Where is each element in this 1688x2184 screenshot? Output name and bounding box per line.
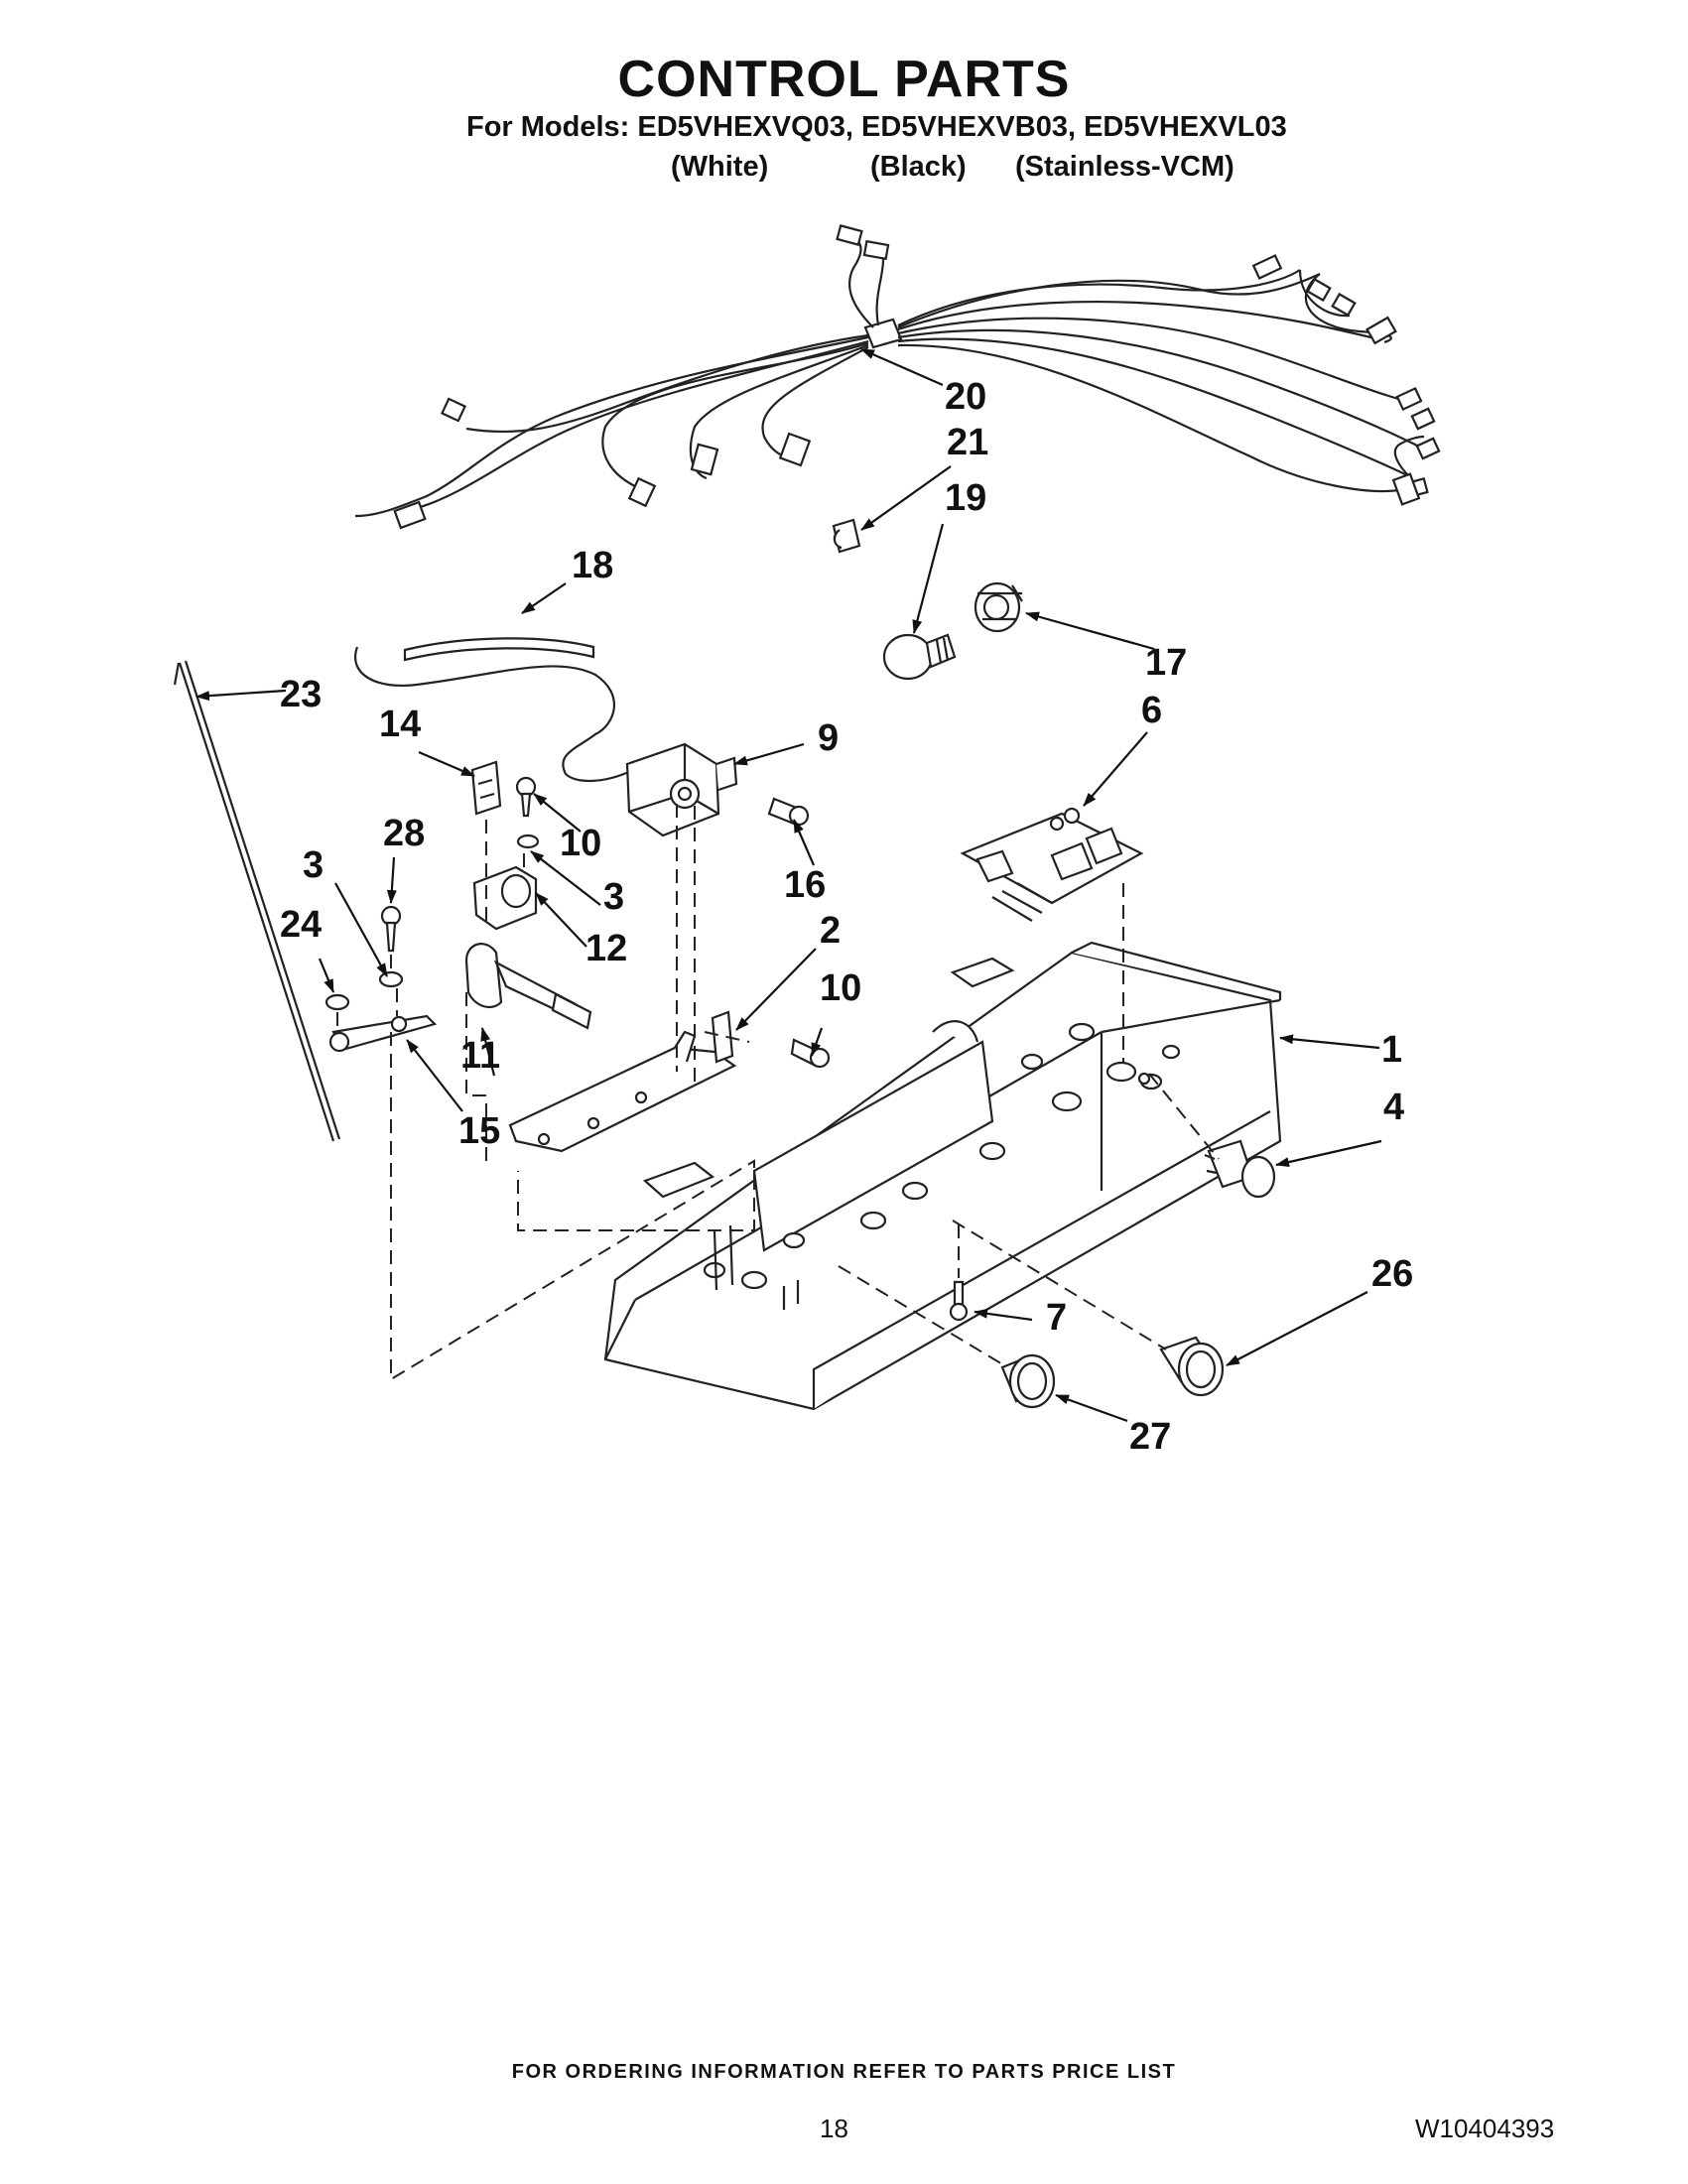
bracket-12 bbox=[472, 865, 538, 931]
harness-connectors bbox=[393, 224, 1441, 530]
callout-21: 21 bbox=[947, 422, 988, 463]
variant-black: (Black) bbox=[870, 151, 967, 183]
washer-3-upper bbox=[516, 834, 540, 849]
screw-7 bbox=[949, 1280, 969, 1322]
callout-10-upper: 10 bbox=[560, 823, 601, 864]
washer-24 bbox=[325, 993, 350, 1011]
callout-6: 6 bbox=[1141, 690, 1162, 731]
callout-20: 20 bbox=[945, 376, 986, 418]
control-board-6 bbox=[960, 807, 1144, 922]
light-socket-17 bbox=[974, 581, 1023, 633]
control-housing-1 bbox=[603, 941, 1282, 1411]
callout-3-upper: 3 bbox=[603, 876, 624, 918]
callout-18: 18 bbox=[572, 545, 613, 586]
tube-18 bbox=[354, 637, 636, 783]
callout-27: 27 bbox=[1129, 1416, 1171, 1458]
callout-26: 26 bbox=[1371, 1253, 1413, 1295]
callout-7: 7 bbox=[1046, 1297, 1067, 1339]
callout-14: 14 bbox=[379, 704, 421, 745]
switch-4 bbox=[1204, 1139, 1276, 1199]
callout-24: 24 bbox=[280, 904, 322, 946]
callout-labels: 1 2 3 3 4 6 7 9 10 10 11 12 14 15 16 17 … bbox=[280, 376, 1413, 1458]
clip-21 bbox=[832, 518, 861, 554]
callout-3-lower: 3 bbox=[303, 844, 324, 886]
variant-white: (White) bbox=[671, 151, 769, 183]
bracket-14 bbox=[470, 760, 502, 816]
variant-stainless: (Stainless-VCM) bbox=[1015, 151, 1234, 183]
page-number: 18 bbox=[820, 2114, 848, 2143]
callout-2: 2 bbox=[820, 910, 841, 952]
bezel-27 bbox=[1000, 1353, 1056, 1409]
callout-19: 19 bbox=[945, 477, 986, 519]
bezel-26 bbox=[1159, 1336, 1225, 1397]
page-title: CONTROL PARTS bbox=[617, 51, 1071, 108]
callout-28: 28 bbox=[383, 813, 425, 854]
light-bulb-19 bbox=[882, 633, 957, 681]
mounting-plate-2 bbox=[508, 1010, 737, 1153]
callout-10-lower: 10 bbox=[820, 967, 861, 1009]
callout-11: 11 bbox=[460, 1035, 500, 1077]
callout-1: 1 bbox=[1381, 1029, 1402, 1071]
screw-10-lower bbox=[790, 1038, 831, 1069]
rod-23 bbox=[173, 660, 341, 1142]
screw-28 bbox=[380, 905, 402, 953]
screw-10-upper bbox=[515, 776, 537, 818]
callout-4: 4 bbox=[1383, 1087, 1404, 1128]
callout-12: 12 bbox=[585, 928, 627, 969]
models-line: For Models: ED5VHEXVQ03, ED5VHEXVB03, ED… bbox=[466, 111, 1287, 143]
callout-arrows bbox=[195, 347, 1382, 1423]
wire-harness bbox=[354, 237, 1425, 518]
assembly-lines bbox=[336, 804, 1220, 1381]
shaft-11 bbox=[464, 943, 592, 1030]
ordering-note: FOR ORDERING INFORMATION REFER TO PARTS … bbox=[511, 2061, 1177, 2083]
control-9 bbox=[625, 742, 738, 837]
callout-16: 16 bbox=[784, 864, 826, 906]
callout-15: 15 bbox=[458, 1110, 500, 1152]
screw-16 bbox=[767, 797, 810, 827]
callout-23: 23 bbox=[280, 674, 322, 715]
callout-9: 9 bbox=[818, 717, 839, 759]
washer-3-lower bbox=[378, 970, 404, 988]
callout-17: 17 bbox=[1145, 642, 1187, 684]
lever-15 bbox=[328, 1014, 438, 1053]
document-number: W10404393 bbox=[1415, 2114, 1555, 2143]
